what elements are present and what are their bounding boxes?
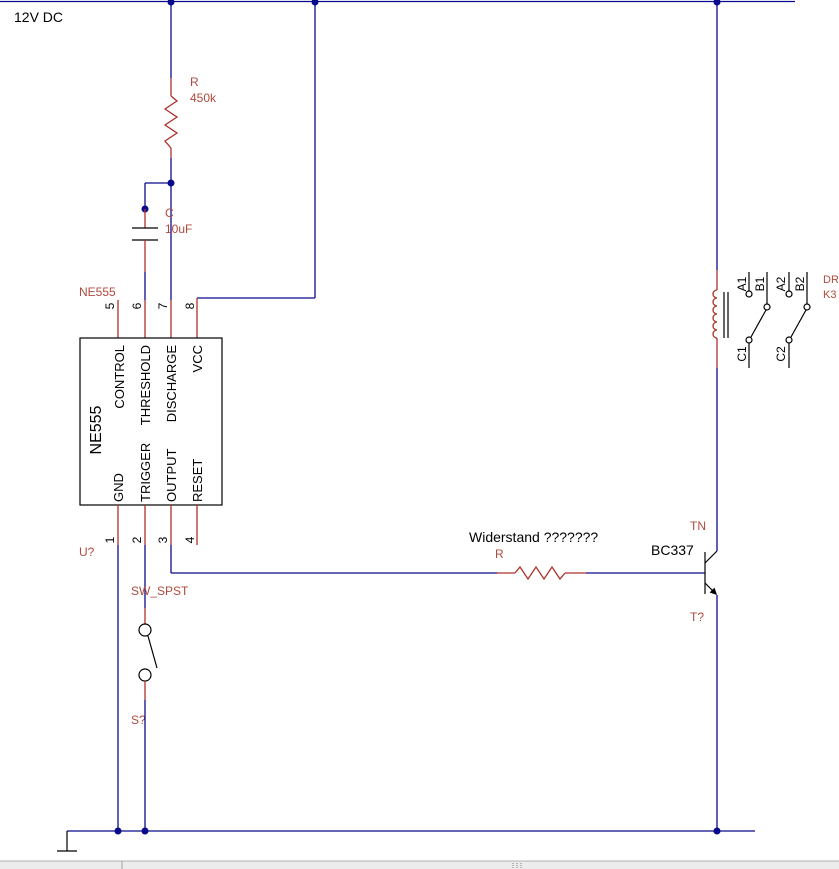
pin-name-discharge: DISCHARGE: [164, 345, 179, 423]
capacitor-c1[interactable]: [132, 209, 158, 272]
pin-name-vcc: VCC: [190, 345, 205, 372]
resistor-r2[interactable]: [497, 565, 586, 581]
contact-label-b2: B2: [793, 276, 807, 291]
pin-name-threshold: THRESHOLD: [138, 345, 153, 425]
c1-value: 10uF: [165, 222, 192, 236]
pin-number: 8: [183, 302, 197, 309]
junction-dot: [141, 827, 149, 835]
pin-name-gnd: GND: [111, 473, 126, 502]
contact-point: [803, 303, 811, 311]
pin-number: 5: [103, 302, 117, 309]
ic-ref-label: U?: [79, 545, 95, 559]
transistor-part-label: TN: [690, 519, 706, 533]
contact-label-c1: C1: [735, 346, 749, 362]
pin-number: 4: [183, 536, 197, 543]
r2-note: Widerstand ???????: [469, 529, 598, 545]
contact-label-c2: C2: [774, 346, 788, 362]
junction-dot: [713, 827, 721, 835]
relay-contact-1[interactable]: [745, 272, 771, 368]
transistor-value-label: BC337: [651, 542, 694, 558]
switch-ref-label: S?: [131, 713, 146, 727]
ic-bottom-pins: 1 2 3 4: [103, 505, 198, 545]
switch-contact: [138, 623, 152, 637]
contact-point: [763, 303, 771, 311]
pin-number: 2: [130, 536, 144, 543]
pin-number: 1: [103, 536, 117, 543]
contact-point: [785, 336, 793, 344]
contact-point: [785, 290, 793, 298]
ground-icon[interactable]: [57, 831, 77, 852]
ic-part-label: NE555: [79, 285, 116, 299]
transistor-collector: [704, 550, 718, 564]
pin-number: 7: [156, 302, 170, 309]
resistor-zigzag: [514, 565, 566, 581]
contact-label-a1: A1: [735, 276, 749, 291]
c1-ref: C: [165, 206, 174, 220]
switch-spst[interactable]: [138, 608, 158, 700]
contact-point: [745, 336, 753, 344]
coil-winding: [712, 289, 718, 339]
pin-name-reset: RESET: [190, 459, 205, 502]
switch-contact: [138, 668, 152, 682]
r1-value: 450k: [190, 91, 217, 105]
pin-name-control: CONTROL: [112, 345, 127, 409]
horizontal-scrollbar[interactable]: [0, 860, 839, 869]
scrollbar-grip-icon[interactable]: [512, 863, 522, 868]
switch-lever: [147, 635, 158, 669]
relay-ref-label: K3: [823, 289, 836, 301]
transistor-ref-label: T?: [690, 610, 704, 624]
pin-number: 6: [130, 302, 144, 309]
relay-contact-2[interactable]: [785, 272, 811, 368]
contact-lever: [750, 309, 767, 338]
r1-ref: R: [190, 75, 199, 89]
contact-label-a2: A2: [774, 276, 788, 291]
contact-label-b1: B1: [753, 276, 767, 291]
relay-coil[interactable]: [712, 270, 729, 368]
emitter-arrow-icon: [709, 587, 717, 595]
contact-point: [745, 290, 753, 298]
r2-ref: R: [495, 547, 504, 561]
relay-part-label: DR: [823, 274, 839, 286]
resistor-zigzag: [163, 95, 179, 149]
transistor-npn[interactable]: [704, 550, 718, 595]
ic-top-pins: 5 6 7 8: [103, 298, 198, 338]
ic-body[interactable]: [79, 337, 223, 506]
switch-part-label: SW_SPST: [131, 584, 189, 598]
resistor-r1[interactable]: [163, 78, 179, 158]
pin-number: 3: [156, 536, 170, 543]
pin-name-output: OUTPUT: [164, 449, 179, 503]
junction-dot: [114, 827, 122, 835]
scrollbar-track[interactable]: [0, 861, 839, 869]
supply-label: 12V DC: [14, 9, 63, 25]
ic-body-label: NE555: [88, 405, 105, 454]
pin-name-trigger: TRIGGER: [138, 443, 153, 502]
contact-lever: [790, 309, 807, 338]
